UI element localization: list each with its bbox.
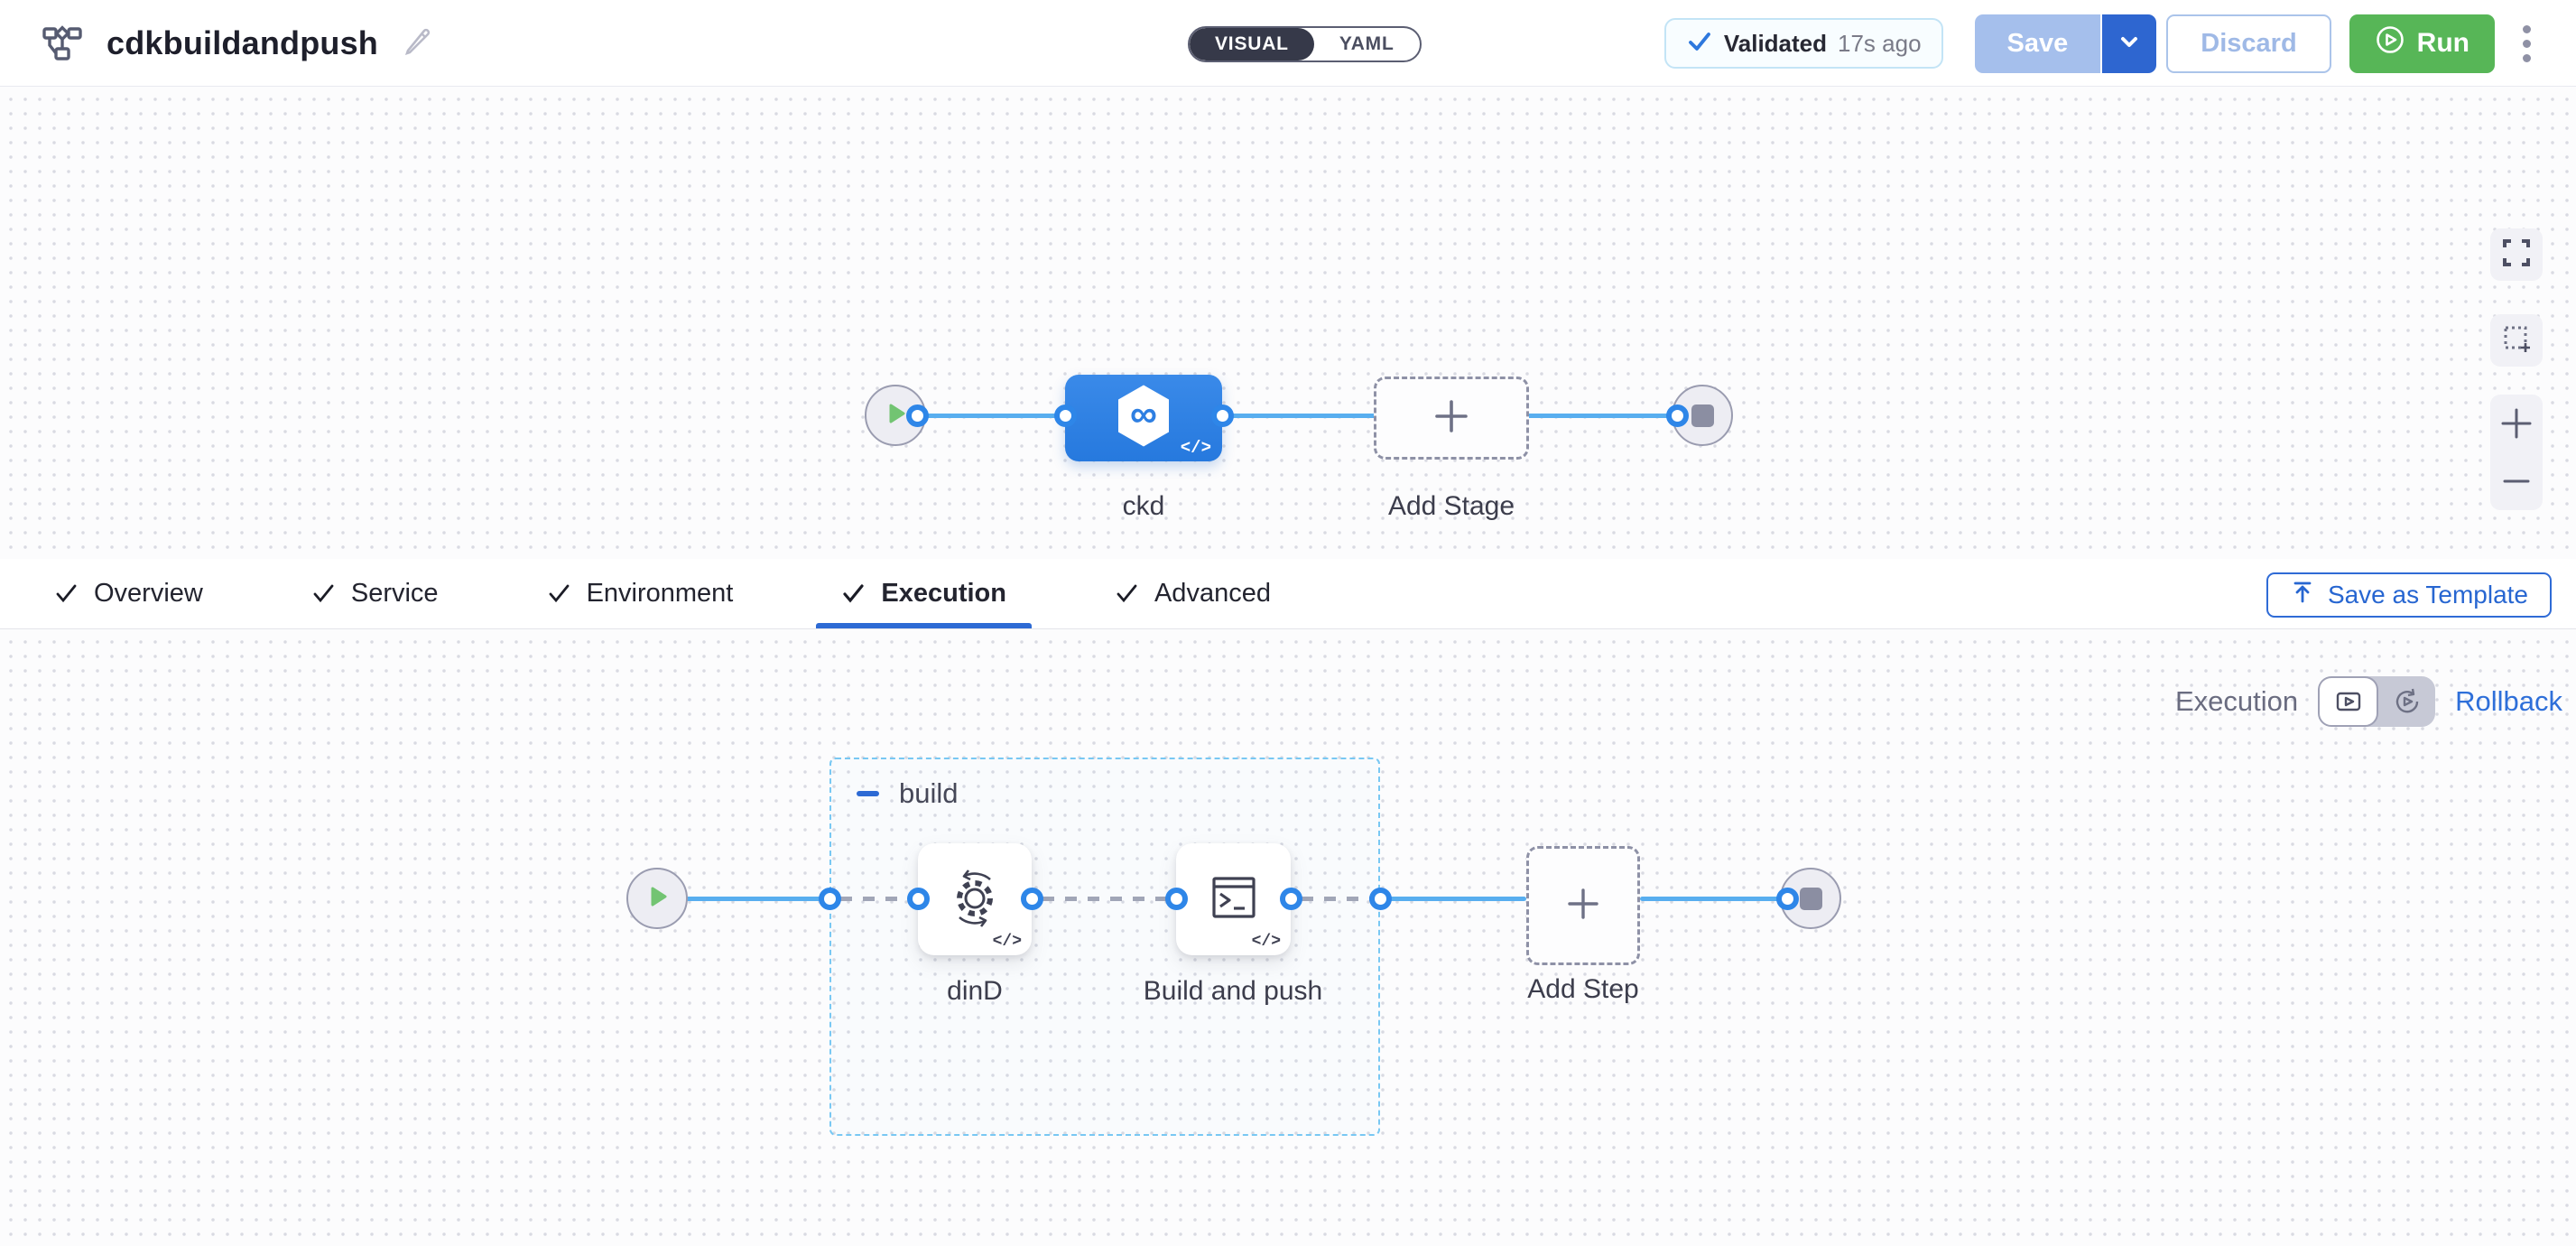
- execution-rollback-toggle[interactable]: [2318, 676, 2436, 727]
- discard-button[interactable]: Discard: [2166, 14, 2331, 73]
- play-triangle-icon: [884, 402, 907, 430]
- connector-line-dashed: [1042, 897, 1178, 901]
- zoom-controls: [2490, 395, 2543, 510]
- stage-canvas[interactable]: ∞ </> ckd Add Stage: [0, 87, 2576, 559]
- port: [1021, 888, 1043, 910]
- zoom-in-button[interactable]: [2490, 395, 2543, 452]
- rollback-view-icon: [2395, 688, 2418, 713]
- page-title: cdkbuildandpush: [107, 24, 379, 61]
- stop-square-icon: [1691, 404, 1714, 427]
- step-name-label: Build and push: [1143, 976, 1323, 1006]
- save-split-button: Save: [1974, 14, 2157, 73]
- connector-line-dashed: [1302, 897, 1381, 901]
- marquee-select-button[interactable]: [2490, 314, 2543, 367]
- upload-icon: [2290, 580, 2315, 611]
- pipeline-icon: [42, 21, 83, 67]
- check-icon: [56, 584, 77, 603]
- tab-overview[interactable]: Overview: [29, 559, 228, 628]
- play-circle-icon: [2375, 24, 2405, 62]
- visual-yaml-toggle[interactable]: VISUAL YAML: [1188, 26, 1422, 62]
- add-step-button[interactable]: [1526, 846, 1640, 965]
- group-collapse-control[interactable]: build: [857, 777, 959, 810]
- code-icon: </>: [1251, 933, 1281, 951]
- step-group-build[interactable]: build: [829, 758, 1380, 1136]
- add-stage-label: Add Stage: [1387, 491, 1515, 521]
- stop-square-icon: [1799, 887, 1822, 910]
- step-node-build-and-push[interactable]: </>: [1176, 843, 1291, 955]
- code-icon: </>: [992, 933, 1022, 951]
- execution-view-icon: [2336, 692, 2360, 711]
- pipeline-end-node: [1672, 385, 1733, 446]
- save-menu-button[interactable]: [2100, 14, 2157, 73]
- run-label: Run: [2416, 28, 2469, 58]
- fullscreen-icon: [2501, 237, 2532, 273]
- execution-start-node: [626, 868, 688, 929]
- port: [819, 888, 841, 910]
- port: [906, 404, 929, 427]
- check-icon: [1117, 584, 1137, 603]
- toggle-yaml[interactable]: YAML: [1339, 33, 1395, 54]
- connector-line: [1640, 897, 1784, 901]
- stage-node-ckd[interactable]: ∞ </>: [1065, 375, 1222, 461]
- port: [1666, 404, 1689, 427]
- stage-name-label: ckd: [1122, 491, 1165, 521]
- zoom-out-button[interactable]: [2490, 452, 2543, 510]
- play-triangle-icon: [645, 885, 669, 913]
- check-icon: [1686, 28, 1713, 60]
- kebab-menu-icon[interactable]: [2517, 20, 2536, 68]
- port: [1211, 404, 1234, 427]
- pipeline-header: cdkbuildandpush VISUAL YAML Validated 17…: [0, 0, 2576, 87]
- terminal-icon: [1202, 866, 1265, 934]
- port: [1280, 888, 1302, 910]
- execution-mode-label: Execution: [2174, 685, 2299, 717]
- plus-icon: [1565, 886, 1601, 926]
- validated-time: 17s ago: [1838, 29, 1922, 57]
- stage-tabbar: Overview Service Environment Execution A…: [0, 559, 2576, 629]
- step-name-label: dinD: [947, 976, 1003, 1006]
- cd-stage-icon: ∞: [1111, 382, 1176, 455]
- marquee-select-icon: [2501, 323, 2532, 358]
- step-node-dind[interactable]: </>: [918, 843, 1032, 955]
- tab-advanced[interactable]: Advanced: [1089, 559, 1296, 628]
- stage-connector-line: [917, 414, 1677, 418]
- group-name-label: build: [899, 777, 959, 809]
- connector-line: [1380, 897, 1526, 901]
- collapse-minus-icon[interactable]: [857, 791, 879, 796]
- chevron-down-icon: [2117, 30, 2141, 58]
- add-step-label: Add Step: [1527, 974, 1639, 1004]
- rollback-link[interactable]: Rollback: [2455, 685, 2562, 717]
- svg-text:∞: ∞: [1130, 393, 1157, 435]
- port: [1776, 888, 1799, 910]
- port: [1054, 404, 1077, 427]
- check-icon: [843, 584, 864, 603]
- code-icon: </>: [1180, 438, 1211, 458]
- plus-icon: [1432, 396, 1471, 441]
- port: [1369, 888, 1392, 910]
- connector-line-dashed: [840, 897, 920, 901]
- tab-execution[interactable]: Execution: [816, 559, 1032, 628]
- check-icon: [313, 584, 334, 603]
- run-button[interactable]: Run: [2349, 14, 2495, 73]
- fullscreen-button[interactable]: [2490, 228, 2543, 281]
- validated-badge[interactable]: Validated 17s ago: [1663, 18, 1943, 69]
- validated-label: Validated: [1723, 29, 1828, 57]
- rollback-view-segment[interactable]: [2378, 676, 2435, 727]
- execution-end-node: [1780, 868, 1841, 929]
- check-icon: [549, 584, 569, 603]
- save-as-template-button[interactable]: Save as Template: [2266, 572, 2552, 618]
- edit-pencil-icon[interactable]: [402, 26, 432, 61]
- tab-environment[interactable]: Environment: [522, 559, 759, 628]
- toggle-visual[interactable]: VISUAL: [1190, 28, 1314, 60]
- port: [1165, 888, 1188, 910]
- tab-service[interactable]: Service: [286, 559, 464, 628]
- connector-line: [682, 897, 831, 901]
- execution-view-segment[interactable]: [2318, 676, 2379, 727]
- service-dependency-icon: [943, 866, 1006, 934]
- add-stage-button[interactable]: [1374, 377, 1529, 460]
- save-button[interactable]: Save: [1974, 14, 2101, 73]
- port: [907, 888, 930, 910]
- execution-canvas[interactable]: Execution Rollback: [0, 629, 2576, 1246]
